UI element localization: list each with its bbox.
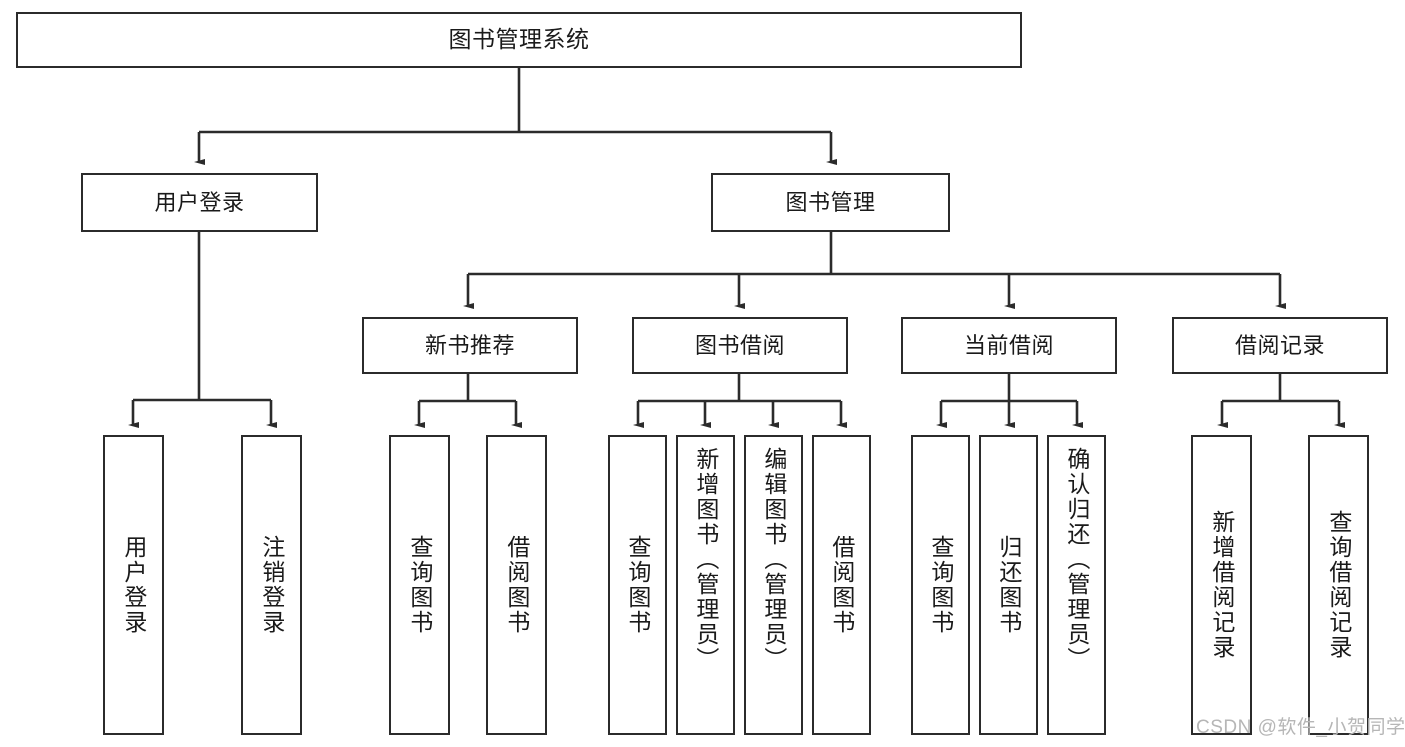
node-label: 查询图书	[406, 535, 433, 635]
node-book-management[interactable]: 图书管理	[711, 173, 950, 232]
leaf-current-borrow-query-books[interactable]: 查询图书	[911, 435, 970, 735]
node-label: 借阅记录	[1234, 332, 1325, 358]
node-user-login[interactable]: 用户登录	[81, 173, 318, 232]
node-label: 注销登录	[258, 535, 285, 635]
node-label: 用户登录	[154, 189, 245, 215]
node-new-book-recommendation[interactable]: 新书推荐	[362, 317, 578, 374]
node-label: 新书推荐	[424, 332, 515, 358]
leaf-new-book-borrow-books[interactable]: 借阅图书	[486, 435, 547, 735]
node-label: 新增图书（管理员）	[692, 447, 719, 672]
node-label: 用户登录	[120, 535, 147, 635]
leaf-user-login-sign-in[interactable]: 用户登录	[103, 435, 164, 735]
leaf-new-book-query-books[interactable]: 查询图书	[389, 435, 450, 735]
node-current-borrowing[interactable]: 当前借阅	[901, 317, 1117, 374]
node-label: 查询借阅记录	[1325, 510, 1352, 660]
node-label: 借阅图书	[828, 535, 855, 635]
node-label: 图书管理系统	[448, 26, 590, 53]
node-label: 图书借阅	[694, 332, 785, 358]
node-label: 查询图书	[624, 535, 651, 635]
leaf-book-borrow-edit-book-admin[interactable]: 编辑图书（管理员）	[744, 435, 803, 735]
leaf-user-login-sign-out[interactable]: 注销登录	[241, 435, 302, 735]
node-label: 确认归还（管理员）	[1063, 447, 1090, 672]
csdn-watermark: CSDN @软件_小贺同学	[1196, 717, 1405, 738]
node-label: 新增借阅记录	[1208, 510, 1235, 660]
node-borrowing-record[interactable]: 借阅记录	[1172, 317, 1388, 374]
node-root-book-management-system[interactable]: 图书管理系统	[16, 12, 1022, 68]
node-label: 查询图书	[927, 535, 954, 635]
leaf-borrow-record-query-record[interactable]: 查询借阅记录	[1308, 435, 1369, 735]
node-book-borrowing[interactable]: 图书借阅	[632, 317, 848, 374]
leaf-book-borrow-add-book-admin[interactable]: 新增图书（管理员）	[676, 435, 735, 735]
node-label: 归还图书	[995, 535, 1022, 635]
leaf-book-borrow-borrow-books[interactable]: 借阅图书	[812, 435, 871, 735]
leaf-current-borrow-confirm-return-admin[interactable]: 确认归还（管理员）	[1047, 435, 1106, 735]
leaf-borrow-record-add-record[interactable]: 新增借阅记录	[1191, 435, 1252, 735]
node-label: 编辑图书（管理员）	[760, 447, 787, 672]
leaf-current-borrow-return-books[interactable]: 归还图书	[979, 435, 1038, 735]
node-label: 当前借阅	[963, 332, 1054, 358]
node-label: 图书管理	[785, 189, 876, 215]
node-label: 借阅图书	[503, 535, 530, 635]
leaf-book-borrow-query-books[interactable]: 查询图书	[608, 435, 667, 735]
